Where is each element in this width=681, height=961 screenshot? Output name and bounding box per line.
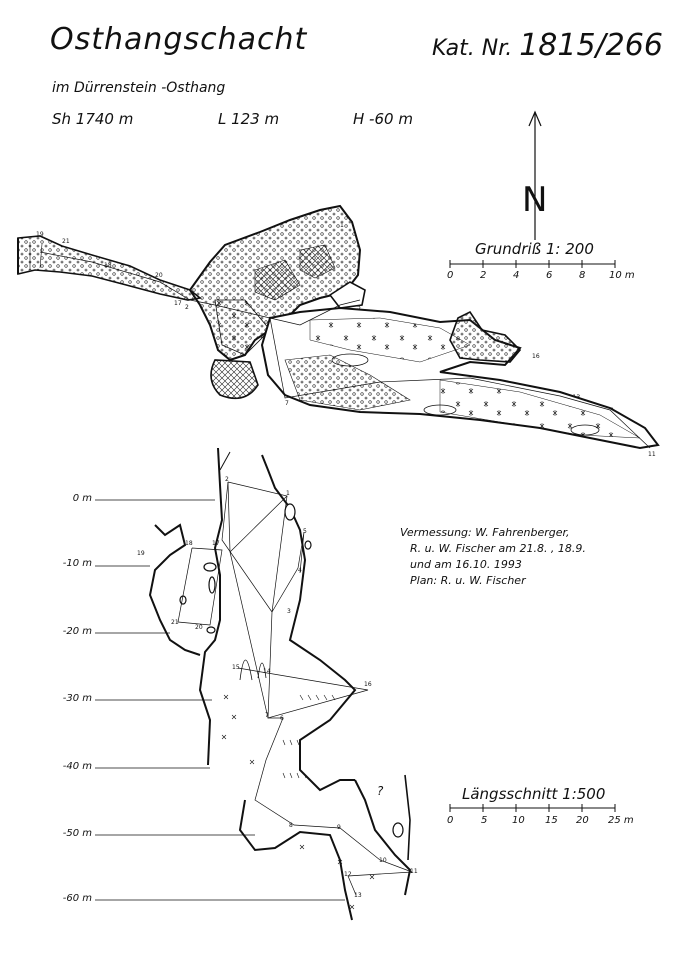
plan-scale-bar <box>449 260 616 268</box>
section-station: 19 <box>137 550 145 557</box>
cave-title: Osthangschacht <box>50 22 308 57</box>
section-station: 8 <box>289 822 293 829</box>
plan-scale-tick: 10 m <box>609 270 635 281</box>
section-scale-tick: 0 <box>447 815 454 826</box>
cave-section <box>95 447 413 921</box>
section-station: 16 <box>364 681 372 688</box>
plan-station: 16 <box>532 353 540 360</box>
depth-label: -20 m <box>62 626 92 637</box>
section-station: 1 <box>286 490 290 497</box>
section-scale-tick: 10 <box>512 815 525 826</box>
plan-station: 20 <box>155 272 163 279</box>
section-station: 12 <box>344 871 352 878</box>
cadastre-number: Kat. Nr. 1815/266 <box>432 28 663 63</box>
plan-station: 5 <box>357 304 361 311</box>
altitude-stat: Sh 1740 m <box>52 110 134 128</box>
north-arrow-icon <box>528 110 542 240</box>
plan-scale-tick: 4 <box>513 270 520 281</box>
plan-station: 21 <box>62 238 70 245</box>
section-scale-tick: 5 <box>481 815 488 826</box>
depth-label: -50 m <box>62 828 92 839</box>
survey-credits: Vermessung: W. Fahrenberger, R. u. W. Fi… <box>400 525 586 589</box>
plan-station: 2 <box>185 304 189 311</box>
section-station: 3 <box>287 608 291 615</box>
cadastre-prefix: Kat. Nr. <box>432 36 513 61</box>
section-scale-tick: 15 <box>545 815 558 826</box>
credit-line: Plan: R. u. W. Fischer <box>410 574 526 587</box>
depth-label: -60 m <box>62 893 92 904</box>
section-scale-bar <box>449 804 616 812</box>
length-stat: L 123 m <box>218 110 280 128</box>
credit-line: R. u. W. Fischer am 21.8. , 18.9. <box>410 542 586 555</box>
cave-plan <box>17 204 660 450</box>
section-station: 6 <box>280 715 284 722</box>
section-scale-title: Längsschnitt 1:500 <box>462 785 606 803</box>
cadastre-value: 1815/266 <box>519 28 663 63</box>
plan-station: 19 <box>36 231 44 238</box>
plan-scale-title: Grundriß 1: 200 <box>475 240 594 258</box>
location-subtitle: im Dürrenstein -Osthang <box>52 80 226 96</box>
section-station: 2 <box>225 476 229 483</box>
plan-scale-tick: 6 <box>546 270 553 281</box>
plan-station: 17 <box>174 300 182 307</box>
section-scale-tick: 20 <box>576 815 589 826</box>
section-station: 13 <box>354 892 362 899</box>
section-station: 10 <box>379 857 387 864</box>
depth-label: -30 m <box>62 693 92 704</box>
credit-line: und am 16.10. 1993 <box>410 558 522 571</box>
section-station: 14 <box>263 668 271 675</box>
section-scale-tick: 25 m <box>608 815 634 826</box>
section-station: 5 <box>303 528 307 535</box>
section-station: 7 <box>265 712 269 719</box>
section-station: 9 <box>337 824 341 831</box>
plan-station: 7 <box>285 400 289 407</box>
height-stat: H -60 m <box>353 110 413 128</box>
section-station: 21 <box>171 619 179 626</box>
credit-line: Vermessung: W. Fahrenberger, <box>400 526 570 539</box>
plan-scale-tick: 0 <box>447 270 454 281</box>
section-station: 15 <box>232 664 240 671</box>
depth-label: -10 m <box>62 558 92 569</box>
section-station: 11 <box>410 868 418 875</box>
plan-station: 11 <box>648 451 656 458</box>
section-station: 20 <box>195 624 203 631</box>
plan-scale-tick: 2 <box>480 270 487 281</box>
section-station: 18 <box>185 540 193 547</box>
depth-label: 0 m <box>72 493 92 504</box>
depth-label: -40 m <box>62 761 92 772</box>
plan-scale-tick: 8 <box>579 270 586 281</box>
unknown-continuation-mark: ? <box>377 784 384 798</box>
